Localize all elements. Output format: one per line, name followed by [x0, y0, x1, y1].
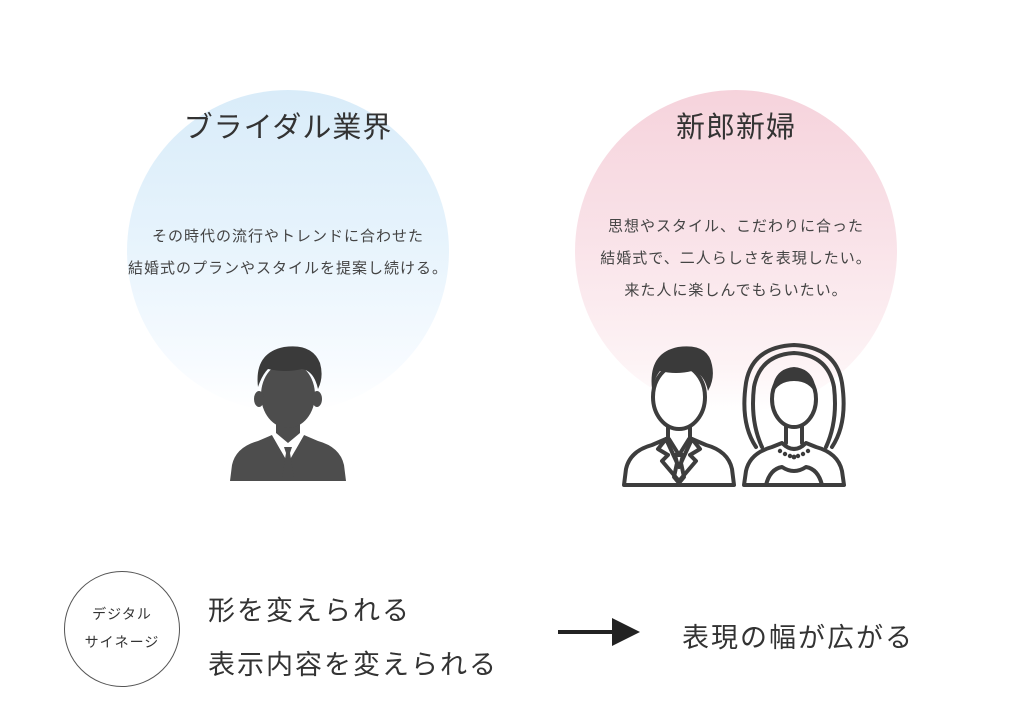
bride-outline-icon: [742, 343, 846, 487]
badge-line-1: デジタル: [92, 607, 152, 623]
feature-content-changeable: 表示内容を変えられる: [208, 650, 498, 681]
groom-outline-icon: [622, 346, 736, 487]
description-line: 結婚式で、二人らしさを表現したい。: [600, 249, 872, 267]
badge-line-2: サイネージ: [84, 635, 160, 651]
bridal-industry-description: その時代の流行やトレンドに合わせた 結婚式のプランやスタイルを提案し続ける。: [88, 220, 488, 284]
bridal-industry-title: ブライダル業界: [183, 110, 393, 144]
description-line: その時代の流行やトレンドに合わせた: [151, 227, 424, 245]
description-line: 結婚式のプランやスタイルを提案し続ける。: [127, 259, 448, 277]
digital-signage-badge: デジタル サイネージ: [64, 571, 180, 687]
couple-circle: [575, 90, 897, 412]
groom-icon: [230, 346, 346, 481]
feature-shape-changeable: 形を変えられる: [208, 596, 411, 627]
couple-title: 新郎新婦: [675, 110, 796, 144]
couple-description: 思想やスタイル、こだわりに合った 結婚式で、二人らしさを表現したい。 来た人に楽…: [536, 210, 936, 306]
arrow-right-icon: [558, 618, 640, 646]
description-line: 思想やスタイル、こだわりに合った: [607, 217, 864, 235]
result-expression-expands: 表現の幅が広がる: [682, 623, 914, 654]
description-line: 来た人に楽しんでもらいたい。: [624, 281, 848, 299]
